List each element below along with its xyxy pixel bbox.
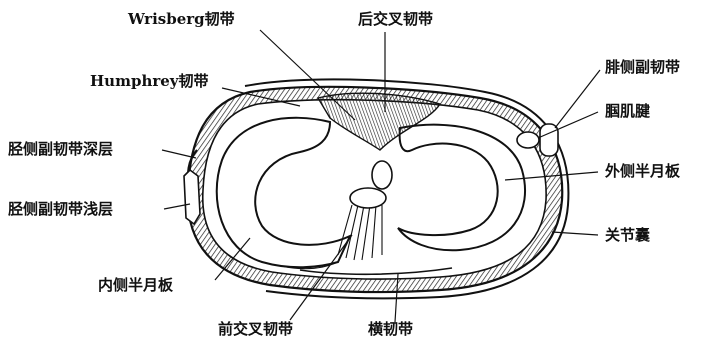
label-tibial-collateral-superficial: 胫侧副韧带浅层 <box>8 200 113 218</box>
label-anterior-cruciate-ligament: 前交叉韧带 <box>218 320 293 338</box>
label-wrisberg-ligament: Wrisberg韧带 <box>128 10 235 28</box>
popliteus-tendon-shape <box>517 132 539 148</box>
intercondylar-tubercle <box>372 161 392 189</box>
label-posterior-cruciate-ligament: 后交叉韧带 <box>358 10 433 28</box>
intercondylar-eminence <box>350 188 386 208</box>
label-tibial-collateral-deep: 胫侧副韧带深层 <box>8 140 113 158</box>
label-medial-meniscus: 内侧半月板 <box>98 276 173 294</box>
label-transverse-ligament: 横韧带 <box>368 320 413 338</box>
label-fibular-collateral-ligament: 腓侧副韧带 <box>605 58 680 76</box>
label-lateral-meniscus: 外侧半月板 <box>605 162 680 180</box>
label-popliteus-tendon: 腘肌腱 <box>605 102 650 120</box>
label-humphrey-ligament: Humphrey韧带 <box>90 72 209 90</box>
label-joint-capsule: 关节囊 <box>605 226 650 244</box>
tibial-collateral-superficial-shape <box>184 170 200 224</box>
fibular-collateral-shape <box>540 124 558 156</box>
